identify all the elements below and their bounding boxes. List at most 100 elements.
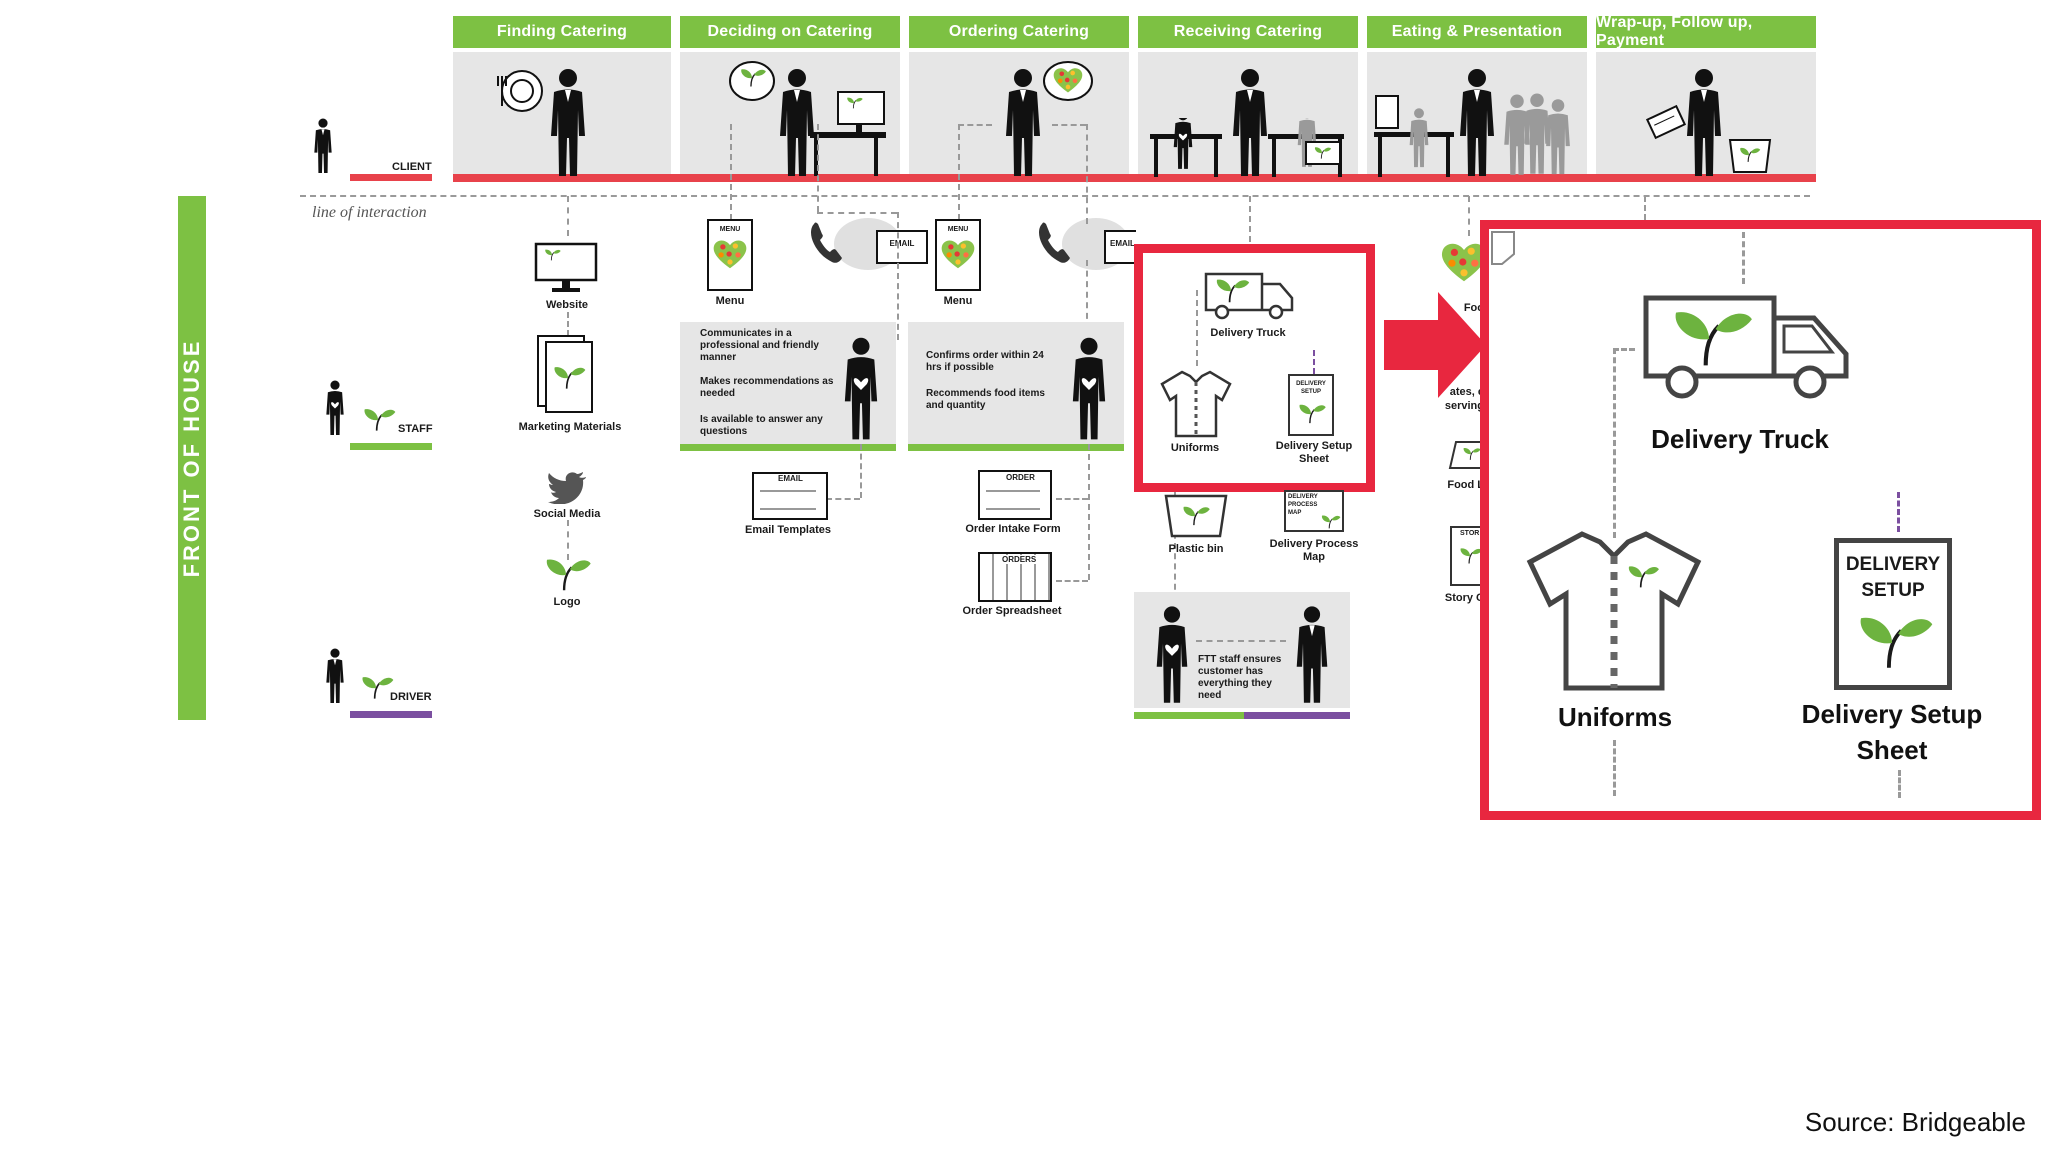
zoom-arrow-icon — [1384, 292, 1486, 398]
logo-label: Logo — [553, 596, 581, 608]
staff-figure — [1154, 604, 1190, 706]
client-figure — [1684, 68, 1724, 178]
connector-line — [860, 444, 862, 498]
logo-icon — [534, 556, 598, 594]
phase-header-eating: Eating & Presentation — [1367, 16, 1587, 48]
story-card-icon-text: STOR — [1460, 530, 1480, 537]
staff-logo-icon — [358, 406, 398, 434]
connector-line — [1056, 498, 1088, 500]
source-caption: Source: Bridgeable — [1804, 1107, 2026, 1137]
staff-note-deciding-2: Makes recommendations as needed — [700, 376, 834, 399]
delivery-setup-sheet-label: Delivery Setup Sheet — [1275, 440, 1353, 465]
phase-header-receiving: Receiving Catering — [1138, 16, 1358, 48]
delivery-truck-icon — [1204, 272, 1294, 320]
client-bar — [453, 174, 1816, 182]
line-of-interaction — [300, 195, 1810, 197]
connector-line — [958, 124, 960, 220]
connector-line — [826, 498, 860, 500]
phase-header-wrapup: Wrap-up, Follow up, Payment — [1596, 14, 1816, 49]
line-of-interaction-label: line of interaction — [312, 204, 427, 221]
delivery-process-map-label: Delivery Process Map — [1269, 538, 1359, 563]
email-icon — [876, 230, 928, 264]
twitter-bird-icon — [548, 472, 586, 504]
sheet-logo-icon — [1294, 402, 1328, 426]
connector-line — [567, 196, 569, 236]
website-label: Website — [546, 299, 588, 311]
client-label: CLIENT — [392, 161, 432, 173]
email-icon-label: EMAIL — [1110, 239, 1135, 248]
story-card-icon — [1450, 526, 1484, 586]
connector-line — [1086, 124, 1088, 224]
driver-figure — [1294, 604, 1330, 706]
food-label-icon — [1448, 441, 1484, 469]
client-actor-bar — [350, 174, 432, 181]
zoom-delivery-truck-icon — [1643, 295, 1849, 399]
menu-card-icon — [935, 219, 981, 291]
connector-line — [1313, 350, 1315, 374]
connector-line — [1086, 260, 1088, 340]
connector-line — [1249, 196, 1251, 252]
plates-label-partial: ates, c — [1449, 386, 1484, 398]
driver-bar-receiving — [1244, 712, 1350, 719]
connector-line — [1644, 196, 1646, 220]
payment-slip-icon — [1646, 104, 1686, 140]
zoom-corner-icon — [1491, 231, 1515, 265]
staff-figure — [1070, 336, 1108, 442]
phase-header-ordering: Ordering Catering — [909, 16, 1129, 48]
connector-line — [897, 212, 899, 340]
delivery-process-map-icon — [1284, 490, 1344, 532]
staff-note-deciding-3: Is available to answer any questions — [700, 414, 823, 437]
order-intake-form-icon — [978, 470, 1052, 520]
heart-bubble-icon — [1043, 61, 1093, 101]
connector-line — [1196, 640, 1286, 642]
connector-line — [1898, 770, 1901, 798]
front-of-house-label: FRONT OF HOUSE — [179, 338, 204, 578]
receiving-table-icon — [1150, 118, 1344, 177]
delivery-setup-sheet-icon-text: DELIVERY SETUP — [1296, 381, 1326, 395]
connector-line — [567, 520, 569, 560]
menu-card-title: MENU — [719, 226, 741, 233]
story-card-label-partial: Story C — [1444, 592, 1484, 604]
email-template-icon — [752, 472, 828, 520]
bin-icon — [1728, 139, 1772, 173]
staff-note-deciding-1: Communicates in a professional and frien… — [700, 328, 819, 363]
staff-note-receiving: FTT staff ensures customer has everythin… — [1198, 654, 1282, 701]
delivery-process-map-icon-text: DELIVERY PROCESS MAP — [1288, 494, 1318, 516]
uniform-shirt-icon — [1160, 370, 1232, 438]
zoom-delivery-truck-label: Delivery Truck — [1651, 424, 1829, 454]
connector-line — [1088, 444, 1090, 580]
delivery-setup-sheet-icon — [1288, 374, 1334, 436]
plastic-bin-label: Plastic bin — [1168, 543, 1224, 555]
order-spreadsheet-label: Order Spreadsheet — [962, 605, 1062, 617]
connector-line — [1742, 232, 1745, 284]
social-media-label: Social Media — [533, 508, 601, 520]
buffet-table-icon — [1374, 93, 1570, 177]
client-actor-icon — [312, 118, 334, 174]
staff-actor-icon — [324, 380, 346, 436]
food-labels-label-partial: Food L — [1447, 479, 1484, 491]
email-template-title: EMAIL — [778, 474, 803, 483]
connector-line — [958, 124, 992, 126]
order-intake-form-title: ORDER — [1006, 473, 1035, 482]
staff-bar-receiving — [1134, 712, 1244, 719]
process-map-logo-icon — [1318, 514, 1342, 530]
staff-figure — [842, 336, 880, 442]
email-icon-label: EMAIL — [889, 239, 915, 248]
client-figure — [1003, 68, 1043, 178]
driver-actor-icon — [324, 648, 346, 704]
zoom-sheet-text: DELIVERY SETUP — [1845, 554, 1941, 601]
zoom-delivery-setup-sheet-label: Delivery Setup Sheet — [1801, 699, 1983, 765]
menu-card-title: MENU — [947, 226, 969, 233]
zoom-sheet-logo-icon — [1842, 612, 1942, 674]
menu-label: Menu — [715, 295, 745, 307]
connector-line — [1052, 124, 1086, 126]
connector-line — [1056, 580, 1088, 582]
zoom-uniforms-label: Uniforms — [1557, 702, 1673, 732]
marketing-materials-label: Marketing Materials — [518, 421, 622, 433]
serving-label-partial: serving — [1444, 400, 1484, 412]
zoom-delivery-setup-sheet-icon — [1834, 538, 1952, 690]
menu-card-icon — [707, 219, 753, 291]
driver-label: DRIVER — [390, 691, 432, 703]
plastic-bin-icon — [1164, 494, 1228, 538]
food-label-partial: Foo — [1463, 302, 1484, 314]
